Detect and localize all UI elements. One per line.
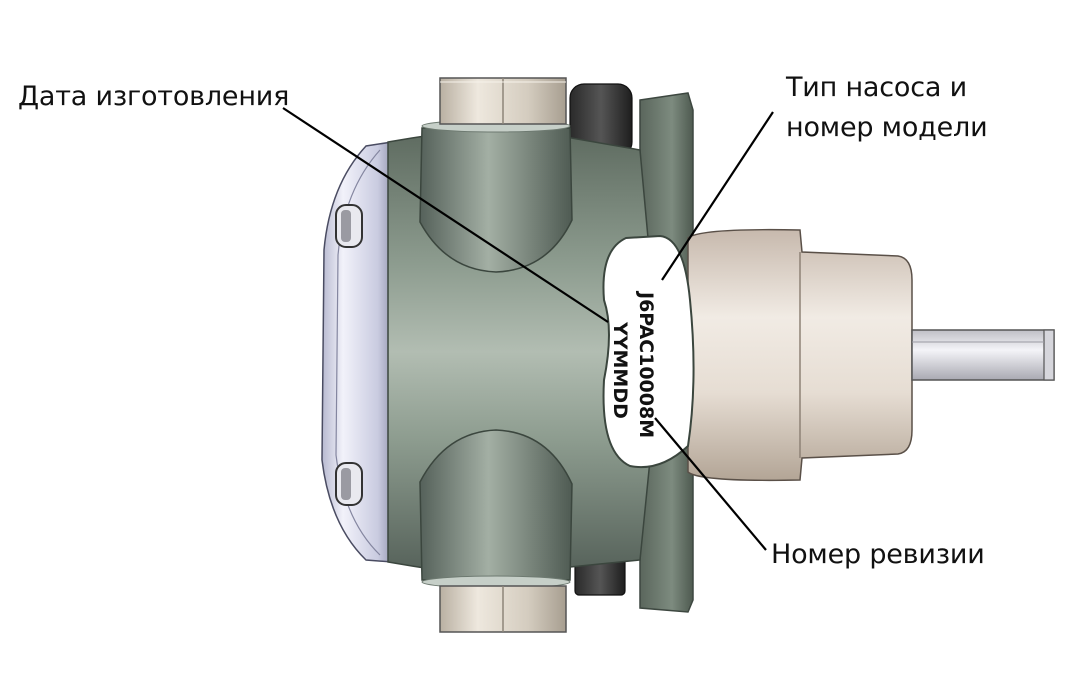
leader-lines xyxy=(282,107,774,551)
label-model-number: номер модели xyxy=(786,112,988,143)
label-manufacture-date: Дата изготовления xyxy=(18,81,290,112)
leader-revision xyxy=(654,417,767,551)
hex-nut-top xyxy=(439,77,567,125)
port-top xyxy=(419,119,573,273)
nameplate-model-code: J6PAC10008M xyxy=(635,290,657,438)
label-revision-number: Номер ревизии xyxy=(771,539,985,570)
drive-shaft xyxy=(911,329,1055,381)
hex-nut-bottom xyxy=(439,585,567,633)
shaft-housing xyxy=(687,228,913,482)
leader-model xyxy=(661,111,774,281)
leader-date xyxy=(282,107,609,323)
port-bottom xyxy=(419,429,573,589)
nameplate: J6PAC10008M YYMMDD xyxy=(602,234,695,469)
cover-bolt-bottom xyxy=(335,462,363,506)
label-pump-type: Тип насоса и xyxy=(786,72,967,103)
nameplate-date-code: YYMMDD xyxy=(609,321,631,419)
cover-bolt-top xyxy=(335,204,363,248)
front-cover xyxy=(321,141,393,563)
